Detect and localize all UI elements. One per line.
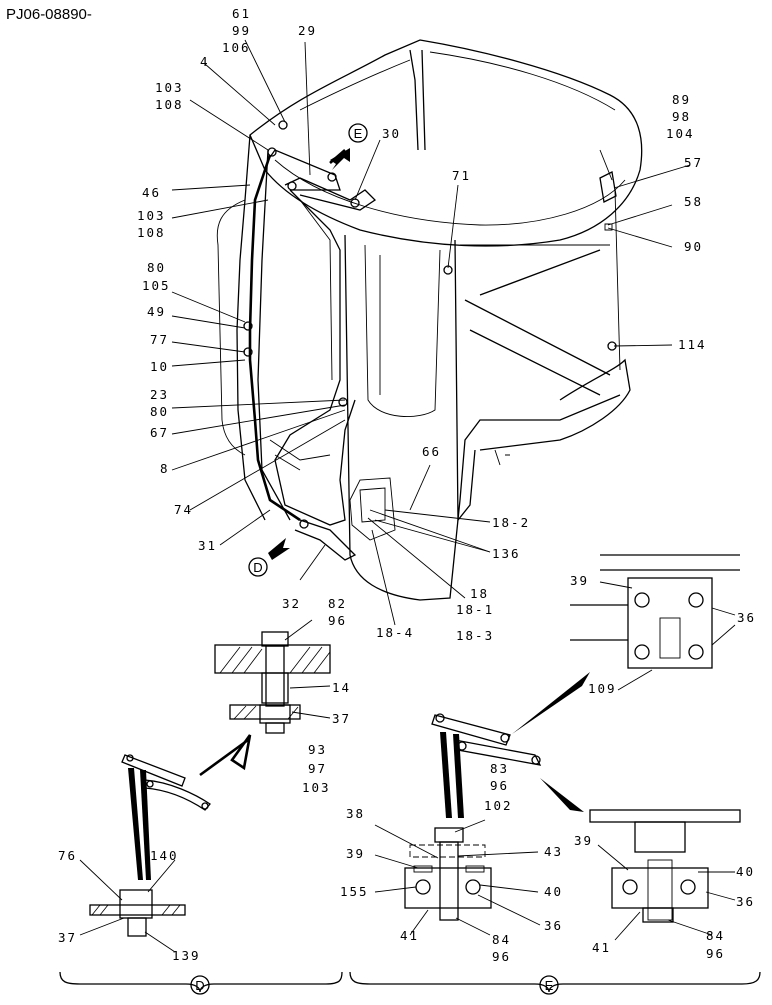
callout-detail-e-center-5: 43: [544, 844, 563, 859]
callout-detail-e-right-lower-5: 96: [706, 946, 725, 961]
view-arrow-d: D: [248, 538, 290, 577]
document-id: PJ06-08890-: [6, 6, 92, 23]
callout-top-left-14: 77: [150, 332, 169, 347]
view-arrow-e: E: [329, 123, 368, 170]
callout-top-right-9: 18-2: [492, 515, 530, 530]
callout-detail-e-right-lower-1: 40: [736, 864, 755, 879]
callout-detail-d-lower-0: 76: [58, 848, 77, 863]
view-arrow-d-label: D: [253, 560, 262, 575]
callout-top-left-15: 10: [150, 359, 169, 374]
callout-top-right-14: 18-4: [376, 625, 414, 640]
callout-top-right-16: 96: [328, 613, 347, 628]
callout-top-right-12: 18-1: [456, 602, 494, 617]
callout-top-right-10: 136: [492, 546, 521, 561]
callout-top-left-21: 31: [198, 538, 217, 553]
callout-detail-e-center-0: 83: [490, 761, 509, 776]
callout-top-right-3: 57: [684, 155, 703, 170]
callout-top-left-4: 4: [200, 54, 210, 69]
detail-e-right-upper-section: [512, 554, 740, 734]
callout-detail-e-center-7: 40: [544, 884, 563, 899]
callout-detail-e-center-8: 36: [544, 918, 563, 933]
callout-top-right-13: 18-3: [456, 628, 494, 643]
callout-top-left-5: 103: [155, 80, 184, 95]
callout-detail-d-lower-3: 139: [172, 948, 201, 963]
callout-top-left-18: 67: [150, 425, 169, 440]
callout-top-right-4: 58: [684, 194, 703, 209]
callout-top-left-1: 99: [232, 23, 251, 38]
callout-top-right-11: 18: [470, 586, 489, 601]
callout-top-left-6: 108: [155, 97, 184, 112]
callout-detail-e-right-lower-2: 36: [736, 894, 755, 909]
callout-detail-e-center-11: 96: [492, 949, 511, 964]
callout-top-left-10: 108: [137, 225, 166, 240]
detail-d-lower-section: [79, 754, 211, 953]
callout-top-left-12: 105: [142, 278, 171, 293]
callout-top-right-7: 114: [678, 337, 707, 352]
callout-top-right-0: 89: [672, 92, 691, 107]
group-bracket-d: D: [59, 971, 343, 995]
callout-detail-d-upper-0: 14: [332, 680, 351, 695]
callout-top-right-15: 82: [328, 596, 347, 611]
callout-detail-d-upper-3: 97: [308, 761, 327, 776]
callout-detail-e-right-upper-0: 39: [570, 573, 589, 588]
callout-detail-e-right-upper-1: 36: [737, 610, 756, 625]
callout-top-right-1: 98: [672, 109, 691, 124]
detail-d-upper-section: [199, 619, 331, 777]
detail-e-center-section: [374, 713, 584, 936]
callout-detail-e-right-upper-2: 109: [588, 681, 617, 696]
group-e-label: E: [545, 978, 554, 993]
callout-detail-e-center-10: 84: [492, 932, 511, 947]
callout-top-left-9: 103: [137, 208, 166, 223]
group-d-label: D: [195, 978, 204, 993]
callout-top-left-20: 74: [174, 502, 193, 517]
callout-top-left-19: 8: [160, 461, 170, 476]
callout-top-left-2: 106: [222, 40, 251, 55]
callout-top-right-8: 66: [422, 444, 441, 459]
view-arrow-e-label: E: [354, 126, 363, 141]
callout-top-left-16: 23: [150, 387, 169, 402]
detail-e-right-lower-section: [589, 809, 741, 941]
callout-detail-e-center-3: 38: [346, 806, 365, 821]
callout-detail-d-lower-2: 37: [58, 930, 77, 945]
callout-top-left-0: 61: [232, 6, 251, 21]
main-leader-lines: [171, 39, 691, 626]
callout-detail-e-center-1: 96: [490, 778, 509, 793]
callout-detail-e-center-9: 41: [400, 928, 419, 943]
callout-top-left-3: 29: [298, 23, 317, 38]
cab-frame: [216, 39, 643, 601]
callout-detail-e-right-lower-4: 84: [706, 928, 725, 943]
callout-detail-e-right-lower-0: 39: [574, 833, 593, 848]
callout-top-left-13: 49: [147, 304, 166, 319]
callout-top-left-7: 30: [382, 126, 401, 141]
callout-top-left-17: 80: [150, 404, 169, 419]
group-bracket-e: E: [349, 971, 761, 995]
callout-detail-e-right-lower-3: 41: [592, 940, 611, 955]
callout-detail-e-center-4: 39: [346, 846, 365, 861]
callout-detail-d-upper-4: 103: [302, 780, 331, 795]
callout-top-left-22: 32: [282, 596, 301, 611]
callout-detail-d-lower-1: 140: [150, 848, 179, 863]
callout-detail-e-center-2: 102: [484, 798, 513, 813]
callout-detail-d-upper-2: 93: [308, 742, 327, 757]
callout-top-left-11: 80: [147, 260, 166, 275]
callout-labels: 6199106294103108304610310880105497710238…: [58, 6, 756, 964]
callout-top-right-5: 90: [684, 239, 703, 254]
callout-detail-e-center-6: 155: [340, 884, 369, 899]
callout-top-right-6: 71: [452, 168, 471, 183]
callout-detail-d-upper-1: 37: [332, 711, 351, 726]
callout-top-right-2: 104: [666, 126, 695, 141]
callout-top-left-8: 46: [142, 185, 161, 200]
